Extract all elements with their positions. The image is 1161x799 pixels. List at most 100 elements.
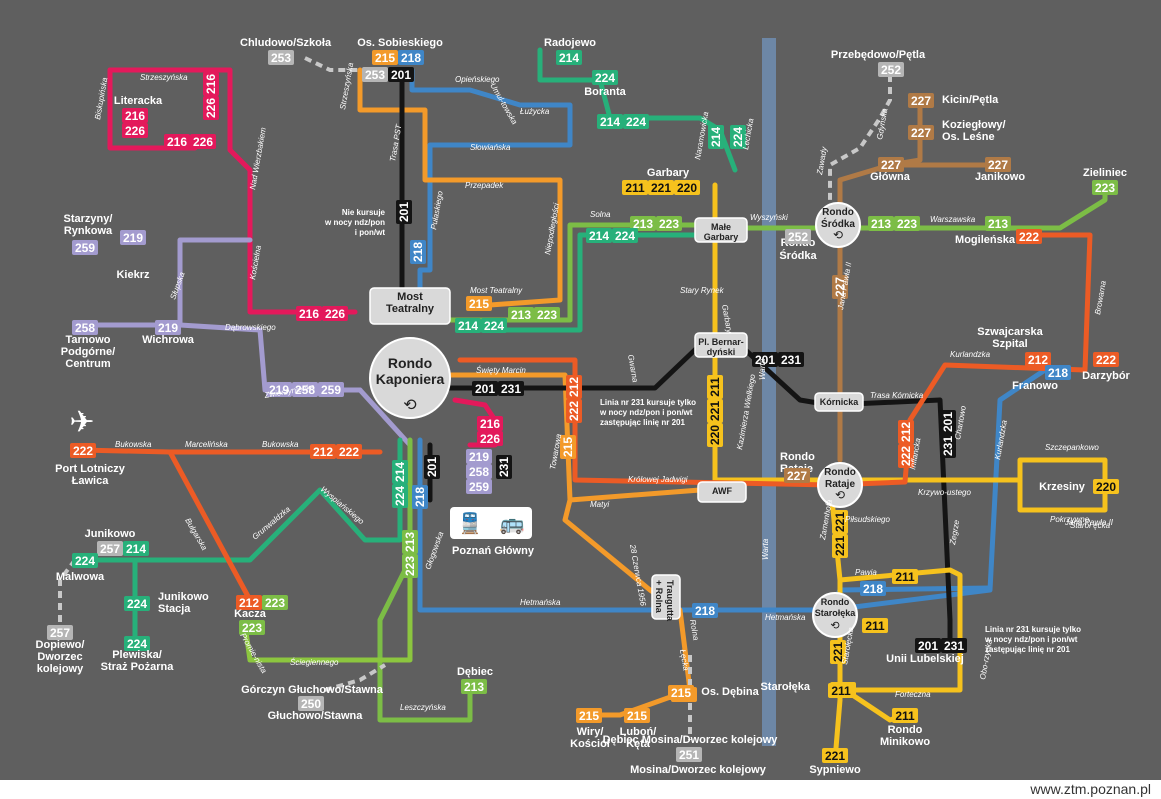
badge-221-starolecka[interactable]: 221	[830, 640, 846, 664]
badge-215-debina[interactable]: 215	[668, 685, 694, 700]
stop-badge-starzyny[interactable]: 259	[72, 240, 98, 255]
badge-227-v[interactable]: 227	[832, 275, 848, 299]
stop-badge-wiry[interactable]: 215	[576, 708, 602, 723]
badge-224-v[interactable]: 224	[730, 125, 746, 149]
badge-231-kap[interactable]: 231	[496, 455, 512, 479]
line-number: 223	[242, 621, 262, 635]
stop-badge-rondominikowo[interactable]: 211	[892, 708, 918, 723]
svg-text:✈: ✈	[69, 406, 94, 439]
badge-211-218[interactable]: 211	[892, 569, 918, 584]
hub-pl-bernardynski[interactable]: Pl. Bernar-dyński	[694, 332, 748, 358]
hub-traugutta[interactable]	[651, 574, 681, 620]
badge-214-v[interactable]: 214	[708, 125, 724, 149]
badge-211-staroleka[interactable]: 211	[828, 683, 854, 698]
stop-badge-kiekrz[interactable]: 219	[120, 230, 146, 245]
stop-badge-radojewo[interactable]: 214	[556, 50, 582, 65]
badge-218-starolecka[interactable]: 218	[860, 581, 886, 596]
badge-227-rataje[interactable]: 227	[784, 468, 810, 483]
street-name: Chartowo	[953, 405, 968, 441]
stop-badge-gorczyn[interactable]: 250	[298, 696, 324, 711]
hub-awf[interactable]: AWF	[697, 481, 747, 503]
stop-badge-srodka[interactable]: 252	[785, 229, 811, 244]
badge-218-kap[interactable]: 218	[412, 485, 428, 509]
stop-badge-darzybor[interactable]: 222	[1093, 352, 1119, 367]
stop-badge-tarnowo[interactable]: 258	[72, 320, 98, 335]
line-number: 211	[895, 709, 915, 723]
badge-215-most[interactable]: 215	[466, 296, 492, 311]
stop-badge-glowna[interactable]: 227	[878, 157, 904, 172]
stop-badge-wichrowa[interactable]: 219	[155, 320, 181, 335]
stop-badge-boranta[interactable]: 224	[592, 70, 618, 85]
stop-badge-lawica[interactable]: 222	[70, 443, 96, 458]
street-name: Pokrzywno	[1050, 515, 1090, 524]
badge-218-traugutta[interactable]: 218	[692, 603, 718, 618]
badge-223-kacza[interactable]: 223	[239, 620, 265, 635]
stop-badge-debiec251[interactable]: 251	[676, 747, 702, 762]
stop-badge-dopiewo[interactable]: 257	[47, 625, 73, 640]
stop-badge-koziegłowy[interactable]: 227	[908, 125, 934, 140]
stop-badge-szwajcarska[interactable]: 212	[1025, 352, 1051, 367]
badge-218-north[interactable]: 218	[410, 240, 426, 264]
badge-211-turn[interactable]: 211	[862, 618, 888, 633]
stop-badge-malwowa[interactable]: 224	[72, 553, 98, 568]
stop-badge-franowo[interactable]: 218	[1045, 365, 1071, 380]
stop-badge-plewiska[interactable]: 224	[124, 636, 150, 651]
line-badge-bg	[822, 748, 848, 763]
line-badge-bg	[190, 134, 216, 149]
hub-kornicka[interactable]: Kórnicka	[814, 392, 864, 412]
stop-badge-mogilenska[interactable]: 222	[1016, 229, 1042, 244]
badge-215-kap[interactable]: 215	[560, 435, 576, 459]
stop-badge-luboń[interactable]: 215	[624, 708, 650, 723]
badge-201-kap[interactable]: 201	[424, 455, 440, 479]
stop-badge-janikowo[interactable]: 227	[985, 157, 1011, 172]
stop-badge-krzesiny[interactable]: 220	[1093, 479, 1119, 494]
stop-badge-zieliniec[interactable]: 223	[1092, 180, 1118, 195]
stop-badge-sypniewo[interactable]: 221	[822, 748, 848, 763]
stop-badge-kicin[interactable]: 227	[908, 93, 934, 108]
stop-badge-chludowo[interactable]: 253	[268, 50, 294, 65]
badge-213-srodka[interactable]: 213	[985, 216, 1011, 231]
footer-url[interactable]: www.ztm.poznan.pl	[1030, 781, 1151, 797]
stop-badge-przebedowo[interactable]: 252	[878, 62, 904, 77]
stop-name: Podgórne/	[61, 346, 115, 358]
line-201-east	[827, 397, 953, 648]
stop-badge-junikowostacja[interactable]: 224	[124, 596, 150, 611]
badge-201-north[interactable]: 201	[396, 200, 412, 224]
stop-badge-debiec[interactable]: 213	[461, 679, 487, 694]
